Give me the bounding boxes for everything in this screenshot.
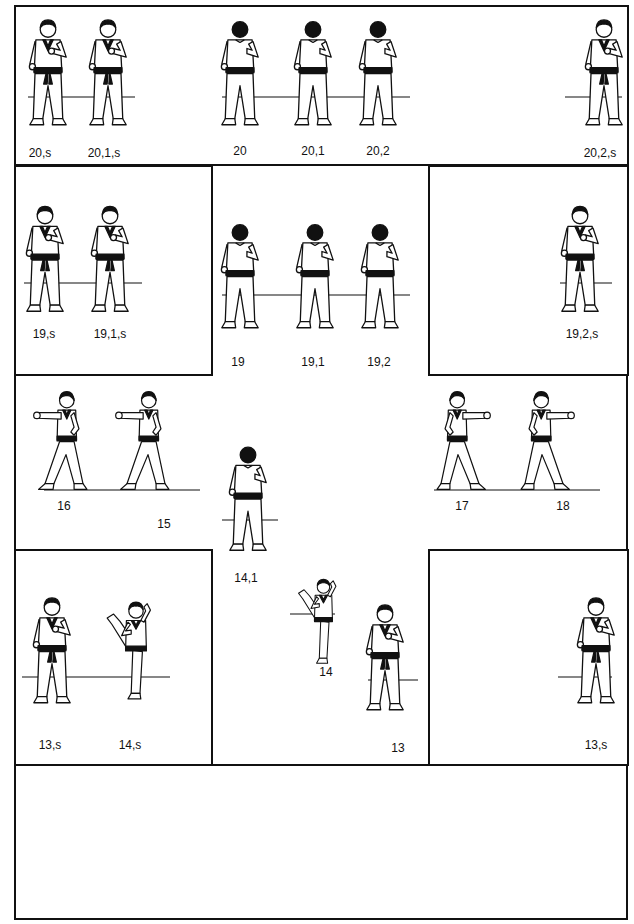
step-number: 13,s bbox=[39, 738, 62, 752]
step-number: 20,2,s bbox=[584, 146, 617, 160]
step-number: 19 bbox=[231, 355, 244, 369]
step-number: 19,2 bbox=[367, 355, 390, 369]
step-number: 20,1,s bbox=[88, 146, 121, 160]
step-number: 16 bbox=[57, 499, 70, 513]
step-number: 14 bbox=[319, 665, 332, 679]
figures bbox=[26, 20, 622, 710]
step-number: 15 bbox=[157, 517, 170, 531]
step-number: 13,s bbox=[585, 738, 608, 752]
panel-box: 19,s 19,1,s bbox=[14, 165, 213, 376]
step-number: 14,1 bbox=[234, 571, 257, 585]
floor-lines bbox=[22, 97, 622, 680]
step-number: 13 bbox=[391, 741, 404, 755]
panel-box: 19,2,s bbox=[428, 165, 629, 376]
step-number: 20,2 bbox=[366, 144, 389, 158]
step-number: 19,1 bbox=[301, 355, 324, 369]
panel-box: 20,s 20,1,s 20 20,1 20,2 20,2,s bbox=[14, 5, 629, 166]
step-number: 18 bbox=[556, 499, 569, 513]
step-number: 20,1 bbox=[301, 144, 324, 158]
step-number: 19,1,s bbox=[94, 327, 127, 341]
panel-box: 13,s bbox=[428, 549, 629, 766]
step-number: 19,2,s bbox=[566, 327, 599, 341]
step-number: 20,s bbox=[29, 146, 52, 160]
step-number: 20 bbox=[233, 144, 246, 158]
step-number: 14,s bbox=[119, 738, 142, 752]
panel-box: 13,s 14,s bbox=[14, 549, 213, 766]
frame bbox=[15, 375, 627, 919]
step-number: 17 bbox=[455, 499, 468, 513]
step-number: 19,s bbox=[33, 327, 56, 341]
